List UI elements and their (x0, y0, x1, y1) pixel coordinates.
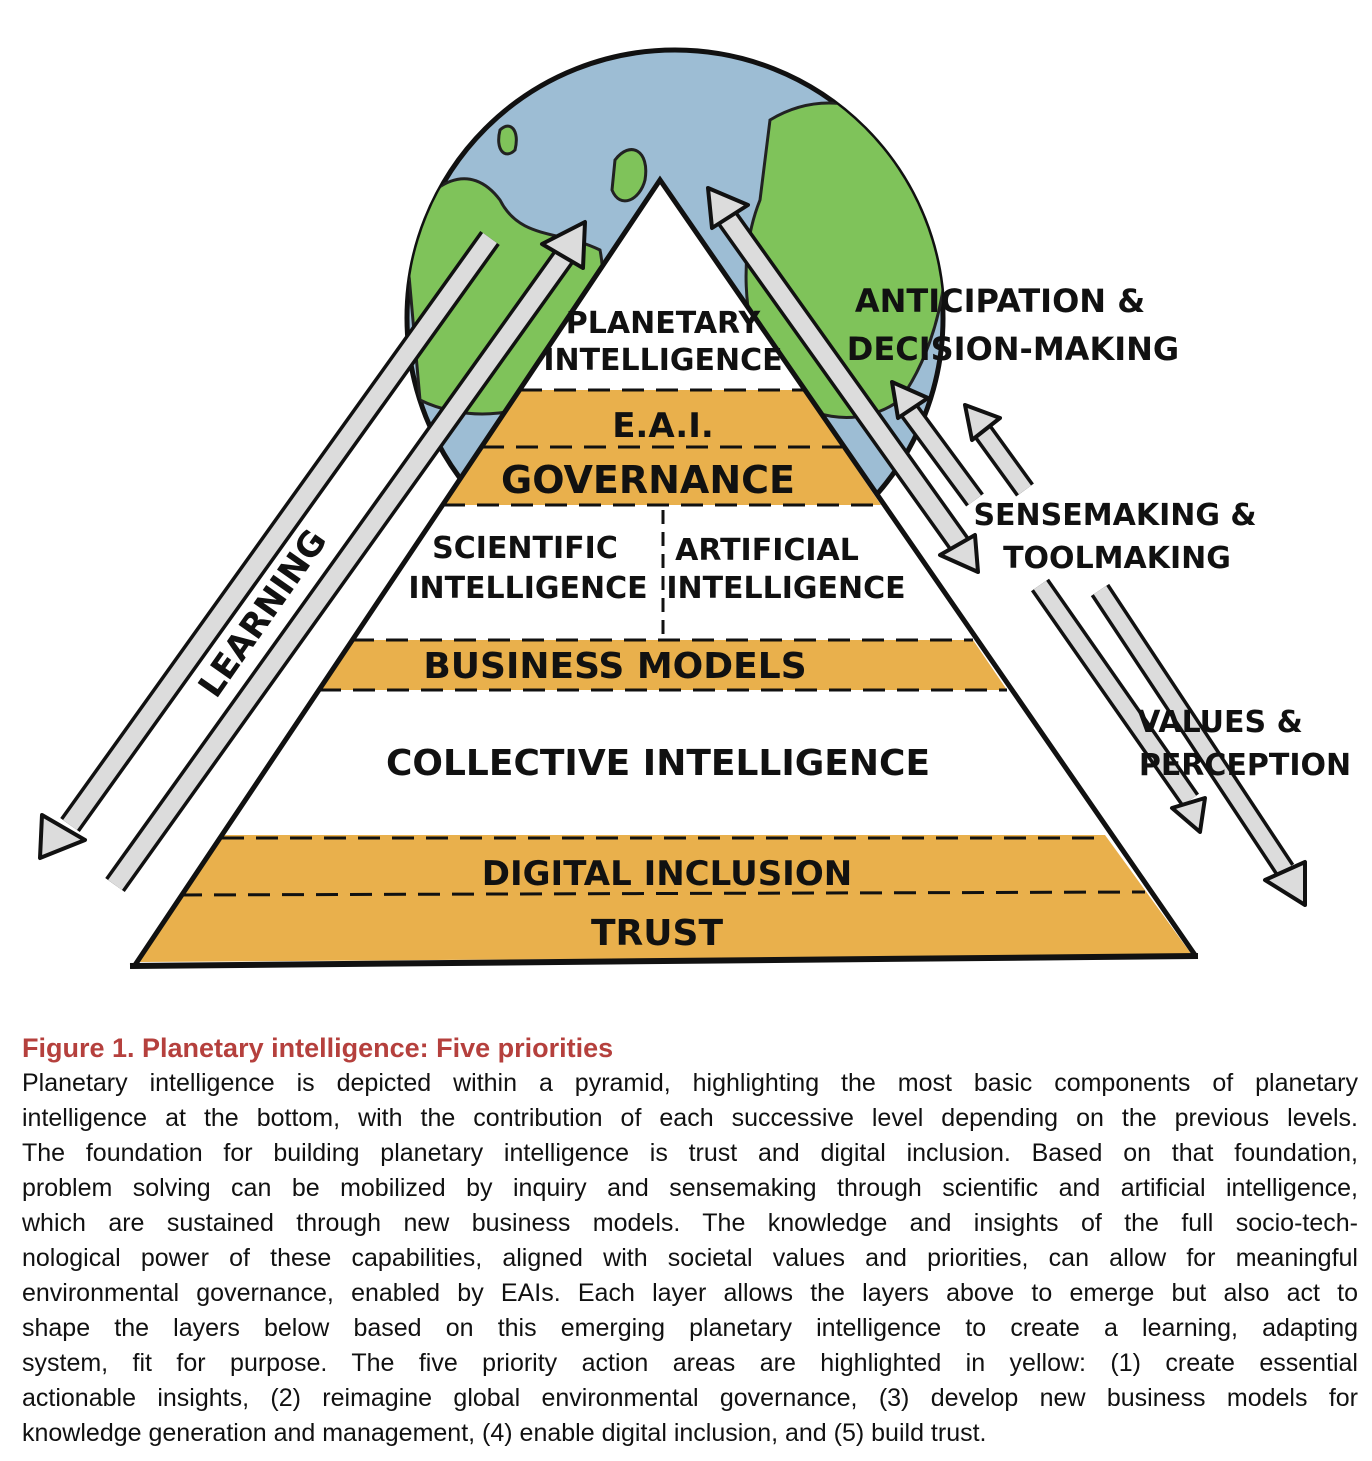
caption-line: shape the layers below based on this eme… (22, 1314, 1358, 1342)
label-digital-inclusion: DIGITAL INCLUSION (482, 854, 852, 894)
caption-line: which are sustained through new business… (22, 1209, 1358, 1237)
label-collective-intelligence: COLLECTIVE INTELLIGENCE (386, 743, 930, 784)
values-arrows (1030, 578, 1307, 907)
band-inclusion-trust (138, 835, 1192, 962)
learning-arrow-down (38, 231, 500, 860)
label-scientific-2: INTELLIGENCE (408, 571, 647, 606)
caption-line: actionable insights, (2) reimagine globa… (22, 1384, 1358, 1412)
caption-line: system, fit for purpose. The five priori… (22, 1349, 1358, 1377)
label-artificial-2: INTELLIGENCE (666, 571, 905, 606)
label-trust: TRUST (591, 913, 723, 954)
label-planetary-intelligence: PLANETARY (566, 306, 762, 341)
label-artificial: ARTIFICIAL (675, 533, 859, 568)
label-perception: PERCEPTION (1139, 748, 1351, 783)
caption-line: environmental governance, enabled by EAI… (22, 1279, 1358, 1307)
label-sensemaking: SENSEMAKING & (973, 498, 1256, 533)
label-eai: E.A.I. (612, 406, 714, 446)
caption-title: Figure 1. Planetary intelligence: Five p… (22, 1033, 614, 1063)
learning-arrow-up (105, 220, 587, 892)
figure-caption: Figure 1. Planetary intelligence: Five p… (22, 1030, 1358, 1451)
caption-body: Planetary intelligence is depicted withi… (22, 1066, 1358, 1451)
anticipation-arrow (706, 186, 980, 574)
label-scientific: SCIENTIFIC (432, 531, 618, 566)
arrows (38, 186, 1307, 907)
label-toolmaking: TOOLMAKING (1003, 541, 1231, 576)
label-planetary-intelligence-2: INTELLIGENCE (543, 343, 782, 378)
label-decision-making: DECISION-MAKING (847, 330, 1179, 368)
planetary-intelligence-pyramid-figure: PLANETARY INTELLIGENCE E.A.I. GOVERNANCE… (38, 47, 1351, 969)
label-governance: GOVERNANCE (501, 458, 795, 502)
caption-line: The foundation for building planetary in… (22, 1139, 1358, 1167)
label-values: VALUES & (1137, 705, 1303, 740)
label-business-models: BUSINESS MODELS (423, 646, 806, 687)
label-anticipation: ANTICIPATION & (855, 282, 1145, 320)
caption-line: knowledge generation and management, (4)… (22, 1419, 987, 1447)
caption-line: problem solving can be mobilized by inqu… (22, 1174, 1358, 1202)
band-business-models (319, 640, 1007, 690)
caption-line: intelligence at the bottom, with the con… (22, 1104, 1358, 1132)
sensemaking-arrows (890, 380, 1034, 507)
caption-line: Planetary intelligence is depicted withi… (22, 1069, 1358, 1097)
caption-line: nological power of these capabilities, a… (22, 1244, 1358, 1272)
pyramid (129, 175, 1199, 969)
